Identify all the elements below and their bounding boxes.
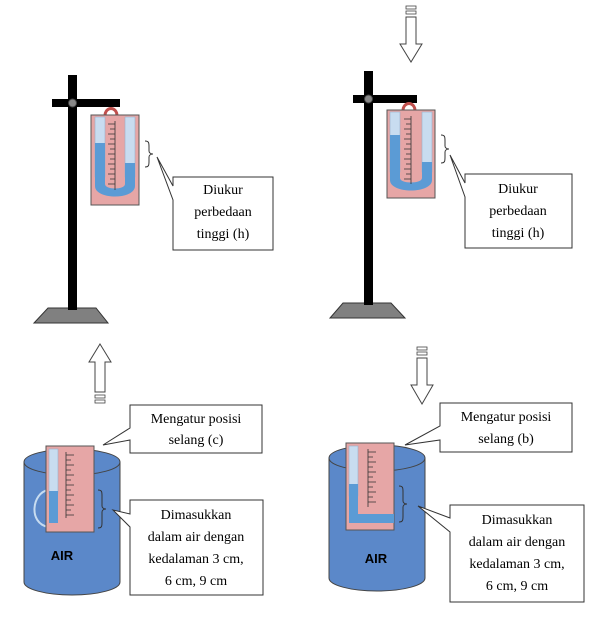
right-water-scale-ticks (368, 451, 376, 503)
right-height-brace (440, 134, 450, 164)
right-fluid-bend (390, 172, 432, 191)
left-depth-callout-line-3: kedalaman 3 cm, (148, 552, 243, 567)
right-hose-hook (401, 102, 417, 112)
left-depth-callout-line-1: Dimasukkan (161, 508, 232, 523)
left-measure-callout: Diukur perbedaan tinggi (h) (156, 156, 274, 251)
right-retort-stand (328, 71, 417, 319)
left-fluid-right-arm (125, 163, 135, 181)
right-stand-clamp-screw (364, 94, 373, 104)
right-stand-pole (364, 71, 373, 305)
left-measure-callout-line-1: Diukur (203, 183, 243, 198)
right-measure-callout-line-1: Diukur (498, 182, 538, 197)
left-position-callout-line-1: Mengatur posisi (151, 412, 242, 427)
right-water-manometer (345, 442, 395, 531)
left-measure-callout-line-3: tinggi (h) (197, 227, 250, 242)
right-water-label: AIR (365, 551, 388, 566)
right-top-down-arrow-icon (399, 5, 423, 63)
left-stand-manometer (90, 107, 140, 206)
left-stand-base (32, 307, 110, 324)
right-depth-brace (398, 485, 408, 523)
right-depth-callout: Dimasukkan dalam air dengan kedalaman 3 … (417, 504, 585, 603)
left-water-label: AIR (51, 548, 74, 563)
left-scale-ticks (108, 123, 115, 185)
right-stand-manometer (386, 102, 436, 199)
right-panel: Diukur perbedaan tinggi (h) AIR (328, 5, 585, 603)
left-depth-callout: Dimasukkan dalam air dengan kedalaman 3 … (111, 499, 264, 596)
left-stand-pole (68, 75, 77, 310)
left-beaker-hose-loop (33, 489, 49, 528)
left-stand-clamp-screw (68, 98, 77, 108)
right-measure-callout: Diukur perbedaan tinggi (h) (449, 154, 573, 249)
right-depth-callout-line-1: Dimasukkan (482, 513, 553, 528)
left-hose-hook (103, 107, 119, 117)
left-position-callout-line-2: selang (c) (169, 433, 224, 448)
right-stand-base (328, 302, 407, 319)
right-depth-callout-line-3: kedalaman 3 cm, (469, 557, 564, 572)
left-depth-brace (97, 489, 107, 529)
right-position-callout: Mengatur posisi selang (b) (404, 402, 573, 453)
right-fluid-left-arm (390, 135, 400, 175)
right-water-fluid-l (349, 484, 394, 523)
left-water-scale-ticks (66, 454, 74, 516)
left-panel: Diukur perbedaan tinggi (h) AIR (23, 75, 274, 596)
right-down-arrow-icon (410, 346, 434, 405)
left-stand-arm (52, 99, 120, 107)
left-position-callout: Mengatur posisi selang (c) (102, 404, 263, 454)
right-position-callout-line-2: selang (b) (478, 432, 534, 447)
right-fluid-right-arm (422, 162, 432, 175)
left-depth-callout-line-4: 6 cm, 9 cm (165, 574, 227, 589)
left-measure-callout-line-2: perbedaan (194, 205, 252, 220)
left-up-arrow-icon (88, 343, 112, 404)
left-fluid-bend (95, 178, 135, 197)
right-position-callout-line-1: Mengatur posisi (461, 410, 552, 425)
left-fluid-left-arm (95, 143, 105, 181)
left-water-fluid (49, 491, 58, 523)
right-depth-callout-line-2: dalam air dengan (469, 535, 565, 550)
left-depth-callout-line-2: dalam air dengan (148, 530, 244, 545)
right-measure-callout-line-2: perbedaan (489, 204, 547, 219)
left-water-tube (48, 448, 59, 494)
right-scale-ticks (404, 118, 411, 180)
left-height-brace (144, 140, 154, 168)
left-water-manometer (45, 445, 95, 533)
left-retort-stand (32, 75, 120, 324)
right-depth-callout-line-4: 6 cm, 9 cm (486, 579, 548, 594)
right-stand-arm (353, 95, 417, 103)
right-measure-callout-line-3: tinggi (h) (492, 226, 545, 241)
